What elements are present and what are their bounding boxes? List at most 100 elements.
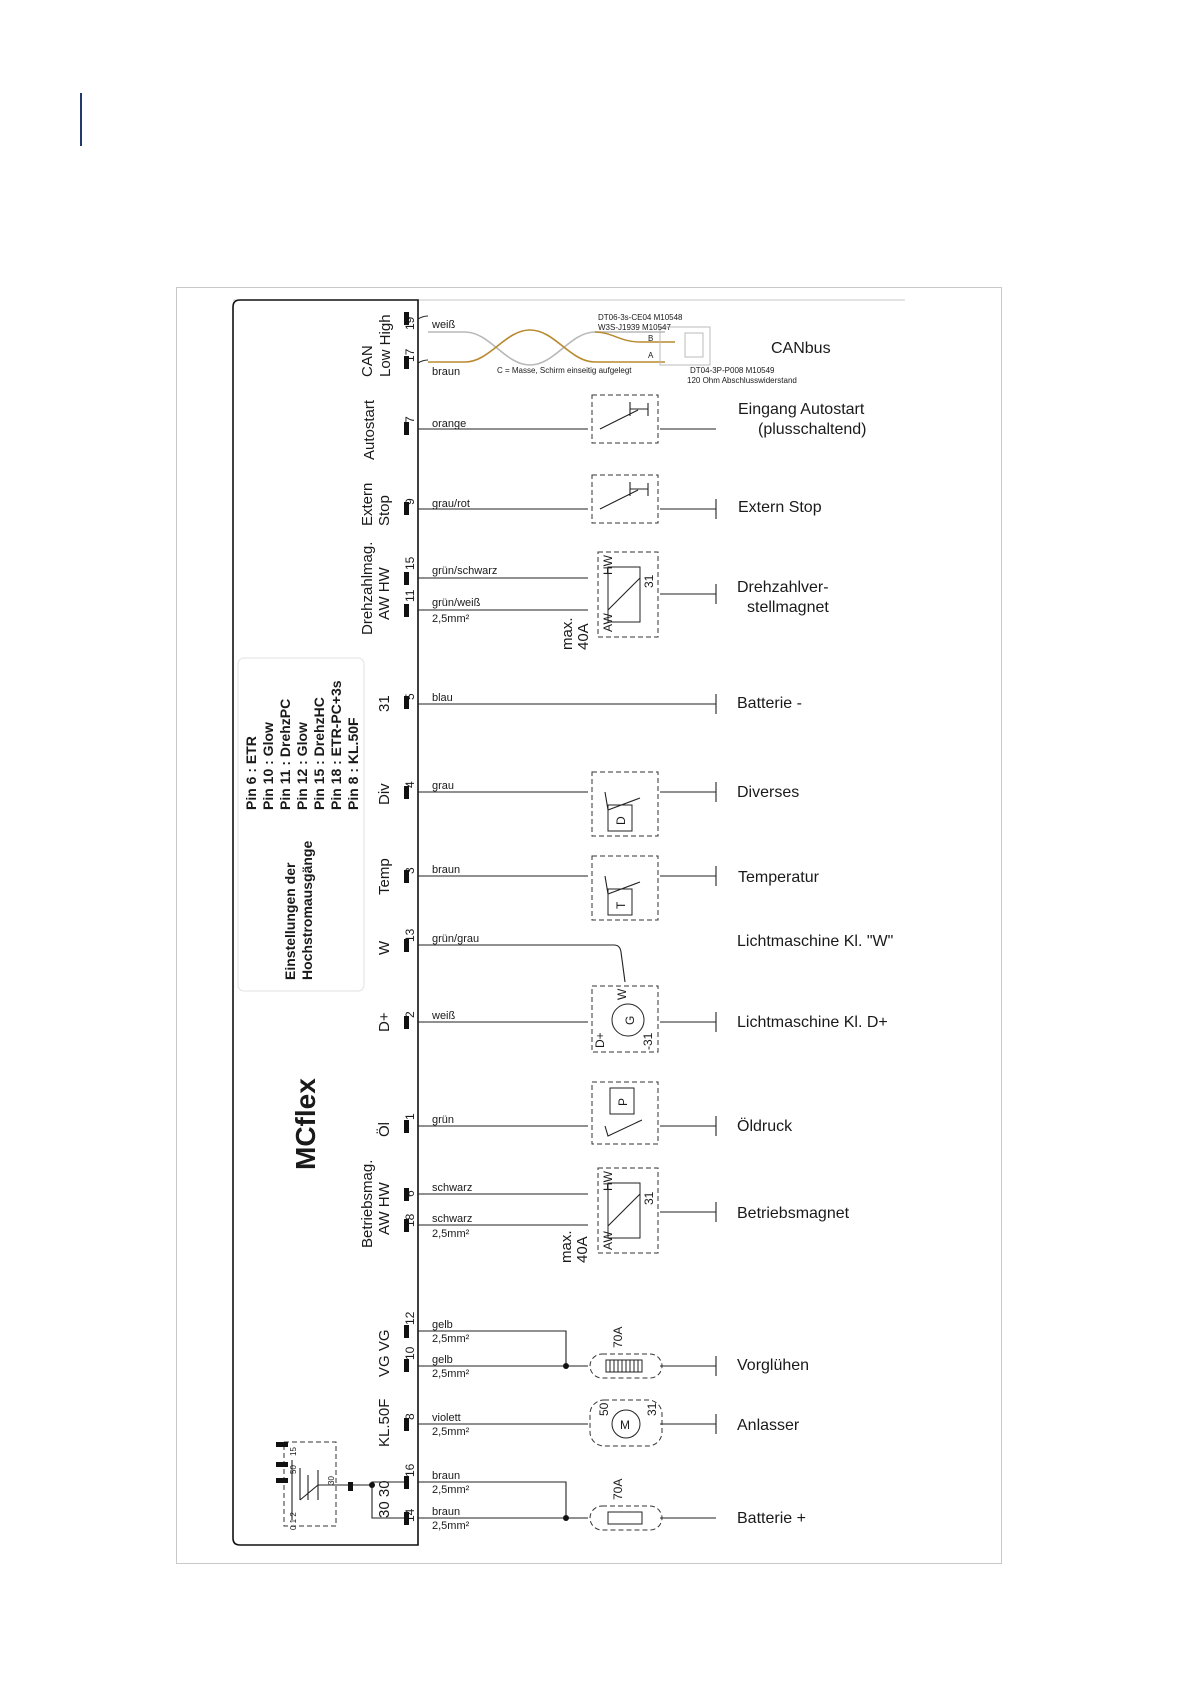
switch-symbol (599, 482, 649, 510)
pin-number: 8 (403, 1413, 417, 1420)
side-label-betriebsmag: Betriebsmag. (359, 1160, 376, 1248)
desc-line: Drehzahlver- (737, 579, 829, 596)
side-label-autostart: Autostart (361, 399, 378, 460)
generator-label: -31 (641, 1032, 655, 1050)
pin-contact (404, 1219, 409, 1232)
fuse-rating: 70A (611, 1327, 625, 1348)
desc-line: Temperatur (738, 869, 820, 886)
can-note: C = Masse, Schirm einseitig aufgelegt (497, 366, 632, 375)
wire-gauge: 2,5mm² (432, 613, 470, 625)
switch-box (591, 394, 659, 444)
junction-dot (563, 1363, 569, 1369)
pin-number: 11 (403, 589, 417, 602)
side-label-can: CAN (359, 345, 376, 377)
desc-line: Öldruck (737, 1117, 793, 1135)
side-label-drehzahl: Drehzahlmag. (359, 542, 376, 635)
wire-color: violett (432, 1412, 461, 1424)
can-note: DT04-3P-P008 M10549 (690, 366, 775, 375)
pin-number: 5 (403, 693, 417, 700)
generator-box (591, 985, 659, 1053)
wire-color: schwarz (432, 1213, 472, 1225)
coil-label: 31 (642, 1191, 656, 1205)
side-label-vg: VG VG (376, 1329, 393, 1377)
generator-label: W (615, 988, 629, 1000)
switch-symbol (599, 402, 649, 430)
wire-vorgluehen (418, 1330, 717, 1376)
wire-color: grün (432, 1114, 454, 1126)
wire-color: gelb (432, 1354, 453, 1366)
pin-contact (404, 786, 409, 799)
settings-line: Pin 12 : Glow (294, 722, 310, 810)
key-switch-box (283, 1441, 337, 1527)
wire-batterie-plus (418, 1481, 716, 1519)
wire-color: grün/grau (432, 933, 479, 945)
pin-number: 4 (403, 781, 417, 788)
pin-hook (417, 315, 429, 320)
pin-contact (404, 422, 409, 435)
sensor-lever (604, 791, 641, 811)
fuse-symbol (607, 1511, 643, 1525)
can-note: 120 Ohm Abschlusswiderstand (687, 376, 797, 385)
can-connector (659, 326, 711, 366)
wire-extern-stop (418, 499, 717, 519)
wire-color: orange (432, 418, 466, 430)
pin-number: 10 (403, 1346, 417, 1360)
sensor-letter: D (614, 816, 628, 825)
side-label-temp: Temp (376, 858, 393, 895)
max-current: max. (559, 617, 576, 650)
key-switch-label: 0 1 2 (289, 1512, 298, 1530)
wire-div (418, 782, 717, 802)
settings-box (237, 657, 365, 992)
max-current: max. (558, 1230, 575, 1263)
coil-diagonal (607, 577, 641, 611)
pin-number: 9 (403, 498, 417, 505)
pin-contact (404, 696, 409, 709)
junction-dot (563, 1515, 569, 1521)
key-switch-contact (348, 1482, 353, 1491)
wire-color: grau/rot (432, 498, 470, 510)
key-switch-wire (336, 1481, 404, 1519)
key-switch-contact (276, 1442, 288, 1447)
settings-line: Pin 10 : Glow (260, 722, 276, 810)
sensor-lever (604, 875, 641, 895)
coil-symbol (607, 1182, 641, 1239)
wire-gauge: 2,5mm² (432, 1228, 470, 1240)
side-label-low-high: Low High (377, 314, 394, 377)
wire-color: braun (432, 1470, 460, 1482)
side-label-aw-hw: AW HW (376, 1181, 393, 1235)
desc-line: stellmagnet (747, 599, 829, 616)
pin-contact (404, 572, 409, 585)
pin-contact (404, 1476, 409, 1489)
desc-line: Anlasser (737, 1417, 800, 1434)
sensor-symbol (609, 1087, 635, 1115)
can-shield-wire (594, 331, 675, 343)
side-label-oel: Öl (375, 1122, 393, 1137)
coil-label: AW (601, 612, 615, 632)
wire-lima-dplus (418, 1012, 717, 1032)
settings-heading-2: Hochstromausgänge (299, 841, 315, 980)
desc-line: Lichtmaschine Kl. "W" (737, 933, 893, 950)
wire-gauge: 2,5mm² (432, 1368, 470, 1380)
wire-gauge: 2,5mm² (432, 1426, 470, 1438)
can-high-wire (428, 331, 665, 366)
key-switch-label: 15 (289, 1447, 298, 1456)
wire-color: weiß (431, 319, 456, 331)
sensor-box (591, 1081, 659, 1145)
can-pin-letter: A (648, 351, 654, 360)
fuse-box (589, 1505, 663, 1531)
motor-label: 31 (645, 1402, 659, 1416)
wire-gauge: 2,5mm² (432, 1333, 470, 1345)
pin-hook (417, 359, 429, 364)
desc-line: Diverses (737, 784, 799, 801)
coil-diagonal (607, 1193, 641, 1227)
wire-lima-w (418, 944, 626, 983)
page-margin-mark (80, 93, 82, 146)
wire-color: braun (432, 366, 460, 378)
pin-number: 12 (403, 1311, 417, 1325)
desc-line: Eingang Autostart (738, 401, 865, 418)
pin-contact (404, 1512, 409, 1525)
side-label-div: Div (376, 783, 393, 805)
wire-color: braun (432, 864, 460, 876)
sensor-box (591, 855, 659, 921)
wire-betriebsmagnet (418, 1193, 717, 1226)
